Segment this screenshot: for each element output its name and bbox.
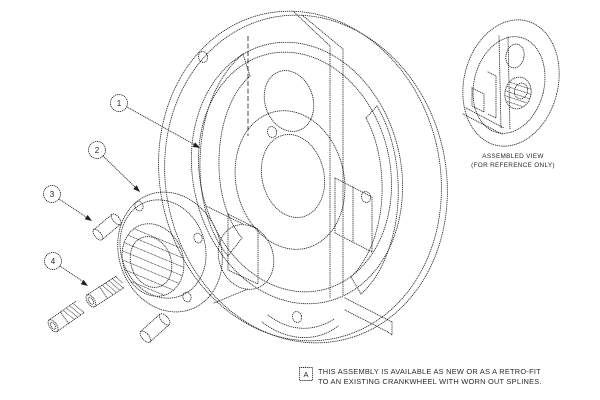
- note-text-line2: TO AN EXISTING CRANKWHEEL WITH WORN OUT …: [318, 377, 542, 386]
- callout-number: 2: [95, 146, 100, 155]
- plate-hole: [291, 311, 303, 323]
- hub-flange-outer: [117, 191, 223, 313]
- callout-3: 3: [43, 185, 92, 221]
- callout-4: 4: [44, 252, 88, 286]
- plate-hole: [360, 191, 372, 203]
- inset-plate-outline: [462, 19, 560, 147]
- hub-body-edge: [213, 288, 249, 304]
- inset-hub-splines: [502, 79, 534, 112]
- flange-hole: [134, 200, 144, 212]
- plate-rim: [164, 14, 448, 344]
- adapter-plate: [158, 10, 448, 344]
- callout-number: 3: [50, 190, 55, 199]
- callout-1: 1: [110, 94, 200, 148]
- leader-line: [58, 198, 90, 220]
- inset-window: [505, 43, 525, 69]
- plate-hole: [197, 51, 209, 63]
- vertical-rib: [292, 10, 393, 336]
- dowel-pin-upper: [92, 213, 122, 241]
- inset-rib: [498, 35, 502, 129]
- spline-hatching: [117, 221, 191, 306]
- inset-hub: [504, 76, 532, 110]
- assembly-note: A THIS ASSEMBLY IS AVAILABLE AS NEW OR A…: [299, 367, 542, 386]
- callout-number: 4: [51, 257, 56, 266]
- inset-detail: [462, 113, 503, 135]
- center-bore: [260, 134, 326, 218]
- cap-screw-upper: [85, 274, 126, 308]
- inset-rib: [507, 36, 511, 131]
- leader-arrow: [84, 214, 92, 221]
- callout-balloon: [43, 185, 61, 203]
- flange-hole: [193, 232, 203, 244]
- callout-number: 1: [117, 99, 122, 108]
- flange-hole: [182, 291, 192, 303]
- leader-arrow: [80, 279, 88, 286]
- callout-balloon: [88, 141, 106, 159]
- assembled-view-inset: ASSEMBLED VIEW (FOR REFERENCE ONLY): [462, 19, 560, 169]
- leader-line: [126, 106, 198, 147]
- left-kidney-window: [199, 53, 251, 257]
- center-boss: [234, 110, 346, 250]
- dowel-pin-lower: [139, 313, 171, 343]
- plate-recess-outer: [190, 41, 404, 305]
- note-marker-letter: A: [303, 370, 308, 379]
- leader-line: [59, 265, 86, 284]
- plate-hole: [266, 126, 278, 138]
- note-marker-box: [299, 367, 313, 381]
- leader-line: [102, 155, 138, 190]
- callout-2: 2: [88, 141, 140, 192]
- hub-flange-step: [119, 199, 207, 299]
- leader-arrow: [192, 142, 200, 148]
- inset-hub-bore: [513, 82, 529, 100]
- note-text-line1: THIS ASSEMBLY IS AVAILABLE AS NEW OR AS …: [318, 367, 541, 376]
- inset-plate-recess: [472, 36, 546, 134]
- hub-body-edge: [205, 205, 244, 225]
- cap-screw-lower: [47, 300, 86, 333]
- inset-caption-line1: ASSEMBLED VIEW: [482, 153, 544, 160]
- plate-outline: [158, 10, 442, 342]
- bottom-arc: [267, 314, 335, 329]
- callout-balloon: [44, 252, 62, 270]
- plate-recess-inner: [198, 51, 392, 293]
- upper-window: [263, 70, 315, 132]
- leader-arrow: [133, 185, 140, 192]
- bottom-arc: [261, 321, 339, 338]
- hub-bore-outer: [121, 223, 185, 297]
- hub-assembly: [117, 191, 275, 313]
- inset-detail: [487, 71, 497, 119]
- inset-detail: [465, 107, 505, 129]
- hub-body-end: [217, 224, 275, 290]
- mounting-pad: [334, 177, 373, 253]
- hub-bore-inner: [129, 236, 173, 288]
- hub-pad: [227, 213, 259, 285]
- inset-caption-line2: (FOR REFERENCE ONLY): [471, 162, 555, 169]
- callout-balloon: [110, 94, 128, 112]
- right-kidney-window: [350, 105, 399, 295]
